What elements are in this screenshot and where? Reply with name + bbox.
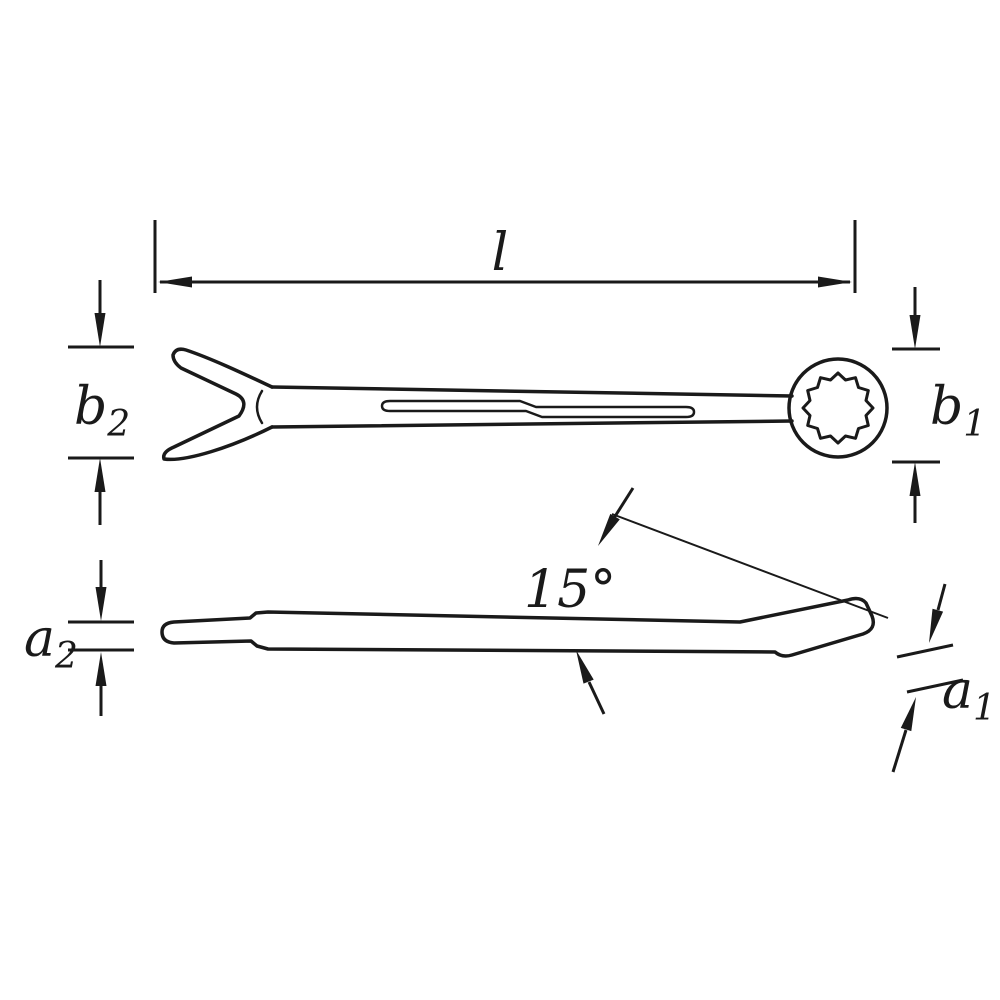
shaft-bottom-edge	[270, 419, 794, 429]
a1-arrow-line-top	[936, 583, 947, 611]
length-label: l	[492, 223, 509, 283]
a1-label: a1	[942, 661, 996, 729]
a2-arrowhead-bottom	[95, 652, 107, 686]
a1-arrowhead-bottom	[900, 697, 916, 732]
ring-end-12-point-profile	[801, 371, 875, 445]
b2-arrowhead-bottom	[94, 458, 106, 492]
shaft-top-edge	[270, 385, 794, 398]
b1-label: b1	[930, 377, 986, 445]
angle-annotation	[576, 487, 889, 715]
a1-arrow-line-bottom	[891, 729, 908, 773]
a1-arrowhead-top	[929, 608, 944, 643]
b2-arrowhead-top	[94, 313, 106, 347]
shaft-slot	[380, 399, 696, 419]
open-end-head-outline	[161, 347, 274, 462]
angle-label: 15°	[524, 560, 616, 620]
wrench-side-view	[160, 596, 876, 658]
dimension-length	[153, 220, 857, 293]
side-profile-outline	[160, 596, 876, 658]
dimension-a1	[891, 583, 964, 773]
wrench-top-view	[161, 347, 889, 462]
dimension-a2	[68, 560, 134, 716]
b1-arrowhead-top	[909, 315, 921, 349]
angle-arrowhead-top	[598, 513, 620, 546]
angle-arrow-line-top	[612, 487, 635, 519]
a1-tick-bottom	[906, 678, 964, 694]
angle-arrowhead-bottom	[576, 650, 594, 684]
b1-arrowhead-bottom	[909, 462, 921, 496]
angle-arrow-line-bottom	[587, 681, 606, 715]
a2-arrowhead-top	[95, 587, 107, 621]
dimension-b1	[892, 287, 940, 523]
angle-reference-line	[611, 513, 889, 619]
length-arrowhead-right	[818, 276, 852, 288]
dimension-b2	[68, 280, 134, 525]
b2-label: b2	[74, 377, 130, 445]
ring-end-outer-circle	[787, 357, 889, 459]
length-arrowhead-left	[158, 276, 192, 288]
open-end-neck-line	[255, 389, 264, 425]
a2-label: a2	[24, 609, 78, 677]
a1-tick-top	[896, 643, 954, 659]
